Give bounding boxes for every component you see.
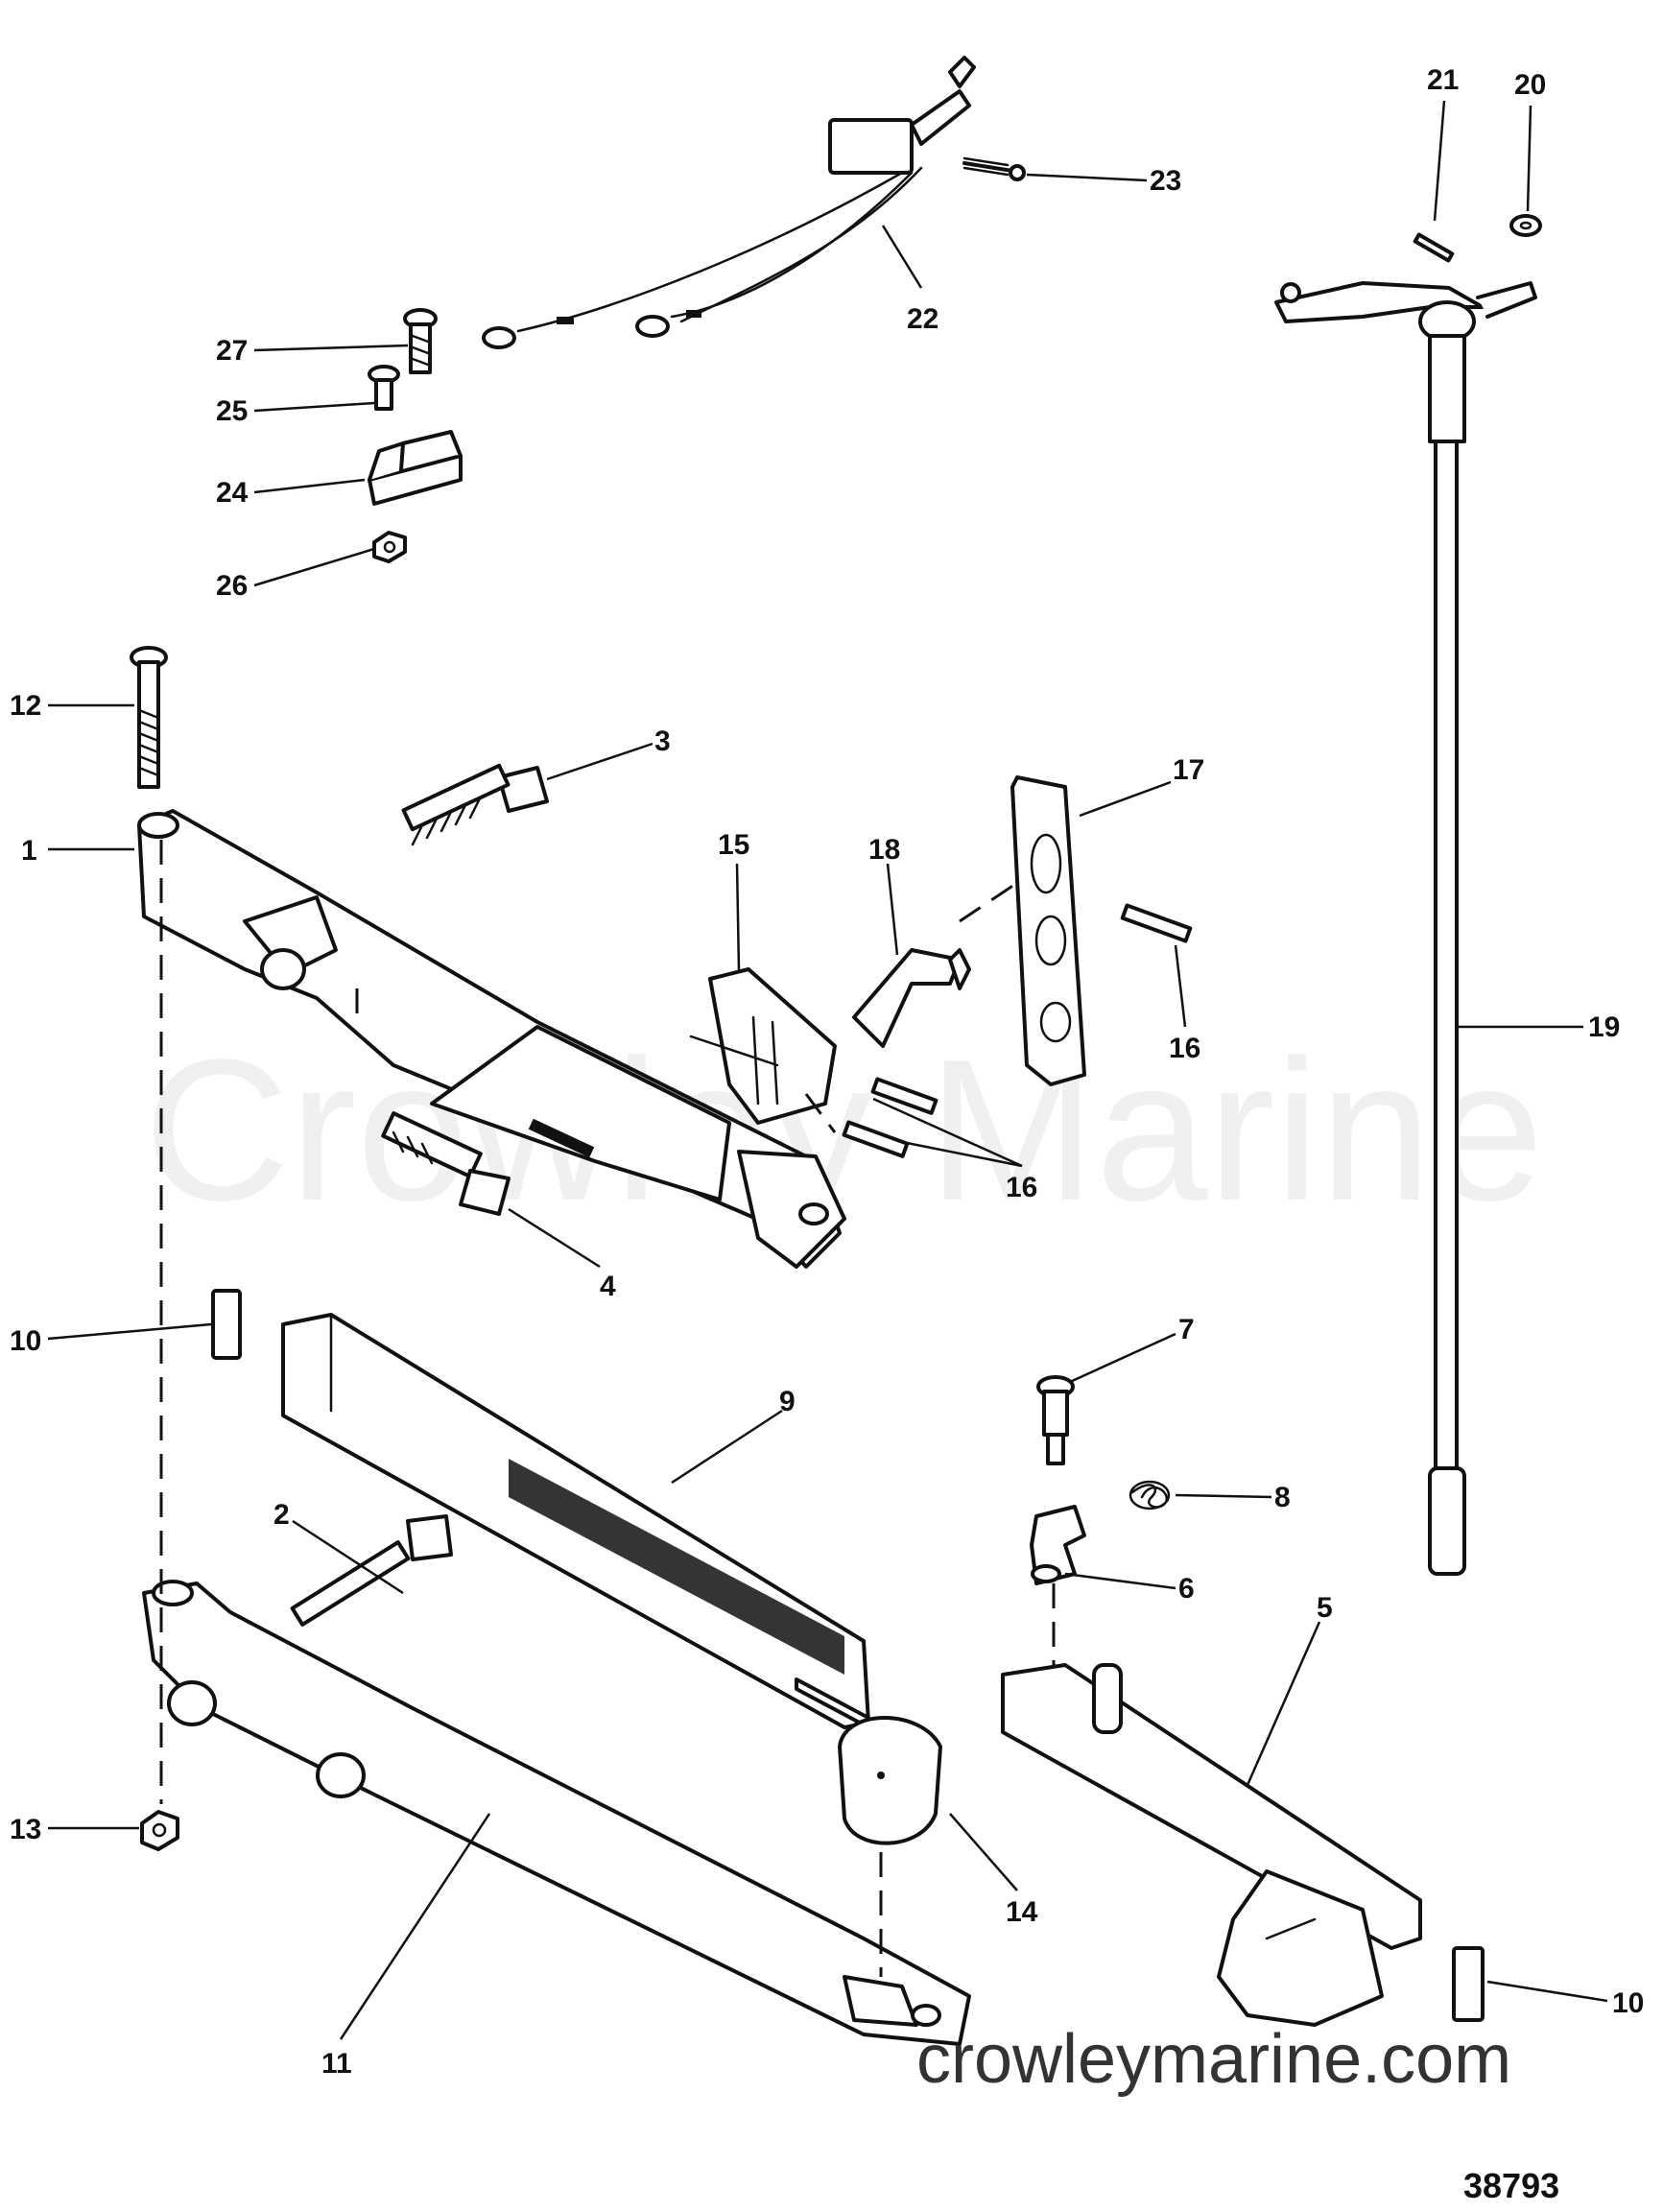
callout-6: 6 bbox=[1178, 1573, 1195, 1605]
callout-14: 14 bbox=[1006, 1896, 1038, 1928]
callout-10-left: 10 bbox=[10, 1325, 41, 1357]
part-15-plate bbox=[689, 967, 837, 1125]
callout-17: 17 bbox=[1173, 754, 1204, 786]
part-3-bolt bbox=[401, 763, 549, 846]
leader-lines bbox=[47, 100, 1608, 2040]
part-5-arm bbox=[1001, 1663, 1422, 2027]
callout-8: 8 bbox=[1274, 1482, 1291, 1513]
part-24-block bbox=[368, 430, 463, 506]
callout-26: 26 bbox=[216, 570, 248, 602]
callout-23: 23 bbox=[1150, 165, 1181, 197]
part-18-lever bbox=[852, 948, 971, 1048]
callout-20: 20 bbox=[1514, 69, 1546, 101]
callout-13: 13 bbox=[10, 1814, 41, 1845]
callout-7: 7 bbox=[1178, 1314, 1195, 1345]
alignment-line-18 bbox=[959, 881, 1018, 923]
part-14-bumper bbox=[838, 1716, 942, 1845]
part-1-bracket bbox=[137, 809, 846, 1269]
callout-22: 22 bbox=[907, 303, 938, 335]
part-10-pad-right bbox=[1452, 1946, 1485, 2022]
part-9-channel bbox=[281, 1313, 870, 1729]
part-10-pad-left bbox=[211, 1289, 242, 1360]
part-17-link bbox=[1010, 775, 1086, 1086]
part-7-screw bbox=[1036, 1375, 1075, 1465]
callout-12: 12 bbox=[10, 690, 41, 722]
callout-18: 18 bbox=[868, 834, 900, 866]
part-19-shift-rod bbox=[1274, 281, 1537, 1576]
part-22-switch-harness bbox=[482, 56, 976, 349]
part-12-bolt bbox=[130, 646, 168, 789]
callout-4: 4 bbox=[600, 1271, 616, 1302]
callout-25: 25 bbox=[216, 395, 248, 427]
part-11-arm bbox=[142, 1580, 971, 2046]
part-25-screw bbox=[368, 365, 400, 411]
figure-number: 38793 bbox=[1463, 2166, 1559, 2205]
callout-numbers: 1 2 3 4 5 6 7 8 9 10 10 11 12 13 14 15 1… bbox=[10, 64, 1644, 2080]
part-16-pins bbox=[842, 903, 1193, 1158]
callout-1: 1 bbox=[21, 835, 37, 867]
part-8-spring bbox=[1128, 1480, 1171, 1510]
callout-3: 3 bbox=[654, 725, 671, 757]
part-23-screw bbox=[962, 156, 1026, 181]
callout-2: 2 bbox=[273, 1499, 290, 1531]
callout-5: 5 bbox=[1317, 1592, 1333, 1624]
callout-27: 27 bbox=[216, 335, 248, 367]
website-watermark: crowleymarine.com bbox=[916, 2021, 1511, 2098]
part-6-detent bbox=[1030, 1505, 1086, 1585]
part-21-pin bbox=[1413, 232, 1455, 263]
callout-24: 24 bbox=[216, 477, 249, 509]
part-20-washer bbox=[1509, 214, 1542, 237]
part-26-nut bbox=[372, 531, 407, 563]
callout-16-right: 16 bbox=[1169, 1033, 1200, 1064]
callout-9: 9 bbox=[779, 1386, 796, 1417]
part-27-screw bbox=[403, 308, 438, 374]
part-2-bolt bbox=[290, 1514, 453, 1627]
part-13-nut bbox=[140, 1810, 179, 1851]
callout-11: 11 bbox=[321, 2048, 352, 2080]
callout-21: 21 bbox=[1427, 64, 1459, 96]
callout-15: 15 bbox=[718, 829, 749, 861]
callout-16-lower: 16 bbox=[1006, 1172, 1037, 1203]
callout-19: 19 bbox=[1588, 1011, 1620, 1043]
alignment-line-16 bbox=[804, 1093, 837, 1133]
part-4-bolt bbox=[381, 1111, 511, 1216]
callout-10-right: 10 bbox=[1612, 1987, 1644, 2019]
